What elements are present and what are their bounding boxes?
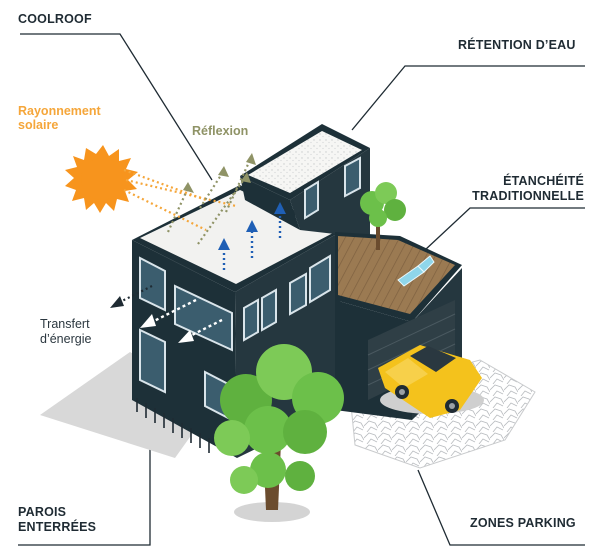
leader-parois xyxy=(18,428,151,546)
window-left-lower xyxy=(139,328,166,394)
label-reflexion: Réflexion xyxy=(192,124,249,138)
label-etancheite-line2: TRADITIONNELLE xyxy=(472,189,584,203)
car xyxy=(378,345,484,418)
label-transfert-line1: Transfert xyxy=(40,317,90,331)
label-rayonnement-line2: solaire xyxy=(18,118,59,132)
deck-roof-surface xyxy=(338,236,455,314)
label-rayonnement: Rayonnement solaire xyxy=(18,104,101,132)
window-left-mid xyxy=(174,284,233,352)
label-parois-line1: PAROIS xyxy=(18,505,67,519)
reflection-arrows xyxy=(166,159,251,245)
leader-parking xyxy=(417,469,585,546)
window-right-1 xyxy=(243,298,259,342)
leader-retention xyxy=(351,65,585,131)
small-tree-icon xyxy=(360,182,406,250)
retention-roof-surface xyxy=(248,131,362,193)
leader-coolroof xyxy=(20,33,213,181)
label-transfert-line2: d’énergie xyxy=(40,332,92,346)
label-etancheite-line1: ÉTANCHÉITÉ xyxy=(503,174,584,188)
energy-transfer-arrows xyxy=(110,285,223,343)
label-transfert: Transfert d’énergie xyxy=(40,317,91,347)
reflection-arrowheads xyxy=(183,153,256,193)
sun-icon xyxy=(65,145,138,213)
window-left-upper xyxy=(139,256,166,312)
label-retention: RÉTENTION D’EAU xyxy=(458,38,576,52)
windows xyxy=(139,156,361,422)
window-right-2 xyxy=(261,288,277,332)
leader-lines xyxy=(18,33,585,546)
deck-chair-icon xyxy=(397,255,435,287)
label-etancheite: ÉTANCHÉITÉ TRADITIONNELLE xyxy=(460,174,584,204)
leader-etancheite xyxy=(424,207,585,251)
window-right-3 xyxy=(309,254,331,304)
window-upper-1 xyxy=(304,180,319,220)
heat-arrows xyxy=(218,202,286,270)
window-upper-2 xyxy=(344,156,361,198)
label-parking: ZONES PARKING xyxy=(470,516,576,530)
label-rayonnement-line1: Rayonnement xyxy=(18,104,101,118)
window-right-4 xyxy=(289,272,307,316)
label-parois-line2: ENTERRÉES xyxy=(18,520,97,534)
big-tree-icon xyxy=(214,344,344,522)
label-coolroof: COOLROOF xyxy=(18,12,92,26)
label-parois: PAROIS ENTERRÉES xyxy=(18,505,96,535)
buried-wall-posts xyxy=(136,398,210,453)
upper-wall-left xyxy=(240,176,300,230)
solar-radiation-rays xyxy=(123,168,237,231)
